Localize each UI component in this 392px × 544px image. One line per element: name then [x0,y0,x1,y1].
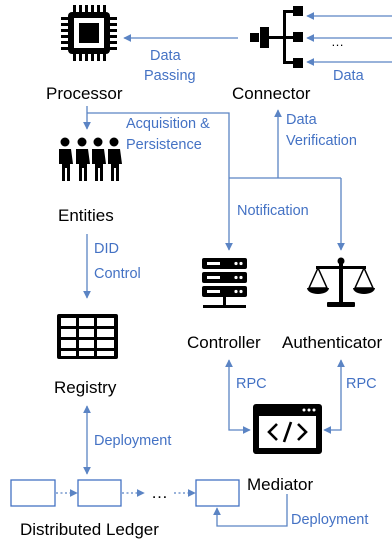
did-label-2: Control [94,266,141,282]
rpc-authenticator-link [323,359,345,434]
authenticator-icon [307,257,375,307]
ledger-block-2 [77,479,122,507]
acquisition-link [87,112,230,178]
authenticator-label: Authenticator [282,333,383,352]
registry-icon [57,314,118,359]
connector-label: Connector [232,84,311,103]
data-label: Data [333,68,365,84]
ledger-block-1 [10,479,56,507]
mediator-label: Mediator [247,475,313,494]
rpc-left-label: RPC [236,376,267,392]
ledger-blocks [10,479,240,507]
entities-icon [59,137,122,181]
ledger-block-3 [195,479,240,507]
connector-ellipsis: … [331,34,344,49]
verification-label-1: Data [286,112,318,128]
did-label-1: DID [94,241,119,257]
controller-label: Controller [187,333,261,352]
rpc-right-label: RPC [346,376,377,392]
processor-icon [61,5,117,61]
acquisition-label-1: Acquisition & [126,116,210,132]
mediator-icon [253,404,322,454]
deployment-left-label: Deployment [94,433,171,449]
verification-label-2: Verification [286,133,357,149]
deployment-right-label: Deployment [291,512,368,528]
notification-label: Notification [237,203,309,219]
acquisition-label-2: Persistence [126,137,202,153]
ledger-ellipsis: … [151,483,168,502]
mediator-deployment-arrow [213,494,288,527]
entities-label: Entities [58,206,114,225]
connector-icon [250,6,303,68]
rpc-controller-link [225,359,251,434]
data-passing-label-1: Data [150,48,182,64]
controller-icon [202,258,247,308]
registry-label: Registry [54,378,117,397]
data-passing-label-2: Passing [144,68,196,84]
processor-label: Processor [46,84,123,103]
ledger-label: Distributed Ledger [20,520,159,539]
